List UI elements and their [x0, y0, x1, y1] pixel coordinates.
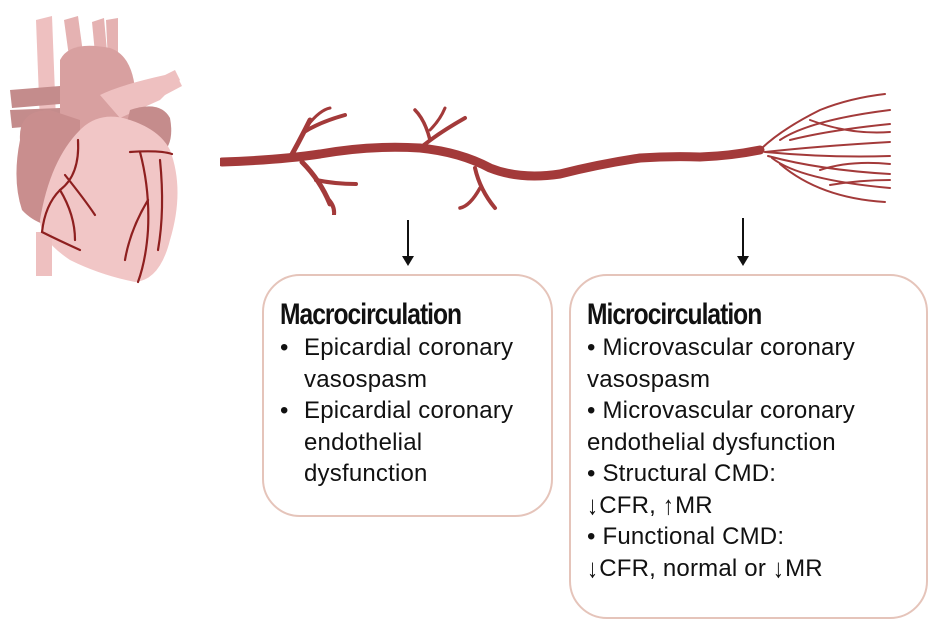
macro-item-text: Epicardial coronary	[304, 334, 514, 361]
micro-item-text: • Functional CMD:	[587, 523, 785, 550]
macro-item-text: vasospasm	[304, 365, 428, 393]
micro-item-text: vasospasm	[587, 365, 711, 393]
macrocirculation-box: Macrocirculation • Epicardial coronary va…	[262, 274, 553, 517]
macro-item: • Epicardial coronary endothelial dysfunc…	[280, 395, 551, 490]
macro-item-text: dysfunction	[304, 460, 428, 487]
micro-item-text: MR	[785, 554, 823, 582]
bullet: •	[280, 397, 289, 424]
down-arrow-icon: ↓	[587, 489, 599, 520]
micro-item-text: endothelial dysfunction	[587, 428, 836, 456]
down-arrow-icon: ↓	[772, 552, 785, 583]
micro-item-text: • Microvascular coronary	[587, 397, 855, 424]
macro-item: • Epicardial coronary vasospasm	[280, 332, 551, 395]
micro-item-text: CFR,	[599, 491, 663, 519]
macro-item-text: Epicardial coronary	[304, 397, 514, 424]
microcirculation-box: Microcirculation • Microvascular coronar…	[569, 274, 928, 619]
micro-item-text: • Microvascular coronary	[587, 334, 855, 361]
micro-item: • Microvascular coronary vasospasm	[587, 332, 926, 395]
microcirculation-title: Microcirculation	[587, 298, 762, 331]
micro-item: • Microvascular coronary endothelial dys…	[587, 395, 926, 458]
micro-item-text: • Structural CMD:	[587, 460, 777, 487]
micro-down-arrow	[737, 218, 749, 266]
macrocirculation-title: Macrocirculation	[280, 298, 462, 331]
micro-item-text: CFR, normal or	[599, 554, 773, 582]
coronary-vessel-icon	[220, 93, 891, 215]
heart-illustration-icon	[10, 16, 182, 284]
micro-item: • Functional CMD: ↓CFR, normal or ↓MR	[587, 521, 926, 584]
micro-item-text: MR	[675, 491, 713, 519]
macro-item-text: endothelial	[304, 428, 423, 456]
bullet: •	[280, 334, 289, 361]
macro-down-arrow	[402, 220, 414, 266]
up-arrow-icon: ↑	[662, 489, 675, 520]
down-arrow-icon: ↓	[587, 552, 599, 583]
micro-item: • Structural CMD: ↓CFR, ↑MR	[587, 458, 926, 521]
